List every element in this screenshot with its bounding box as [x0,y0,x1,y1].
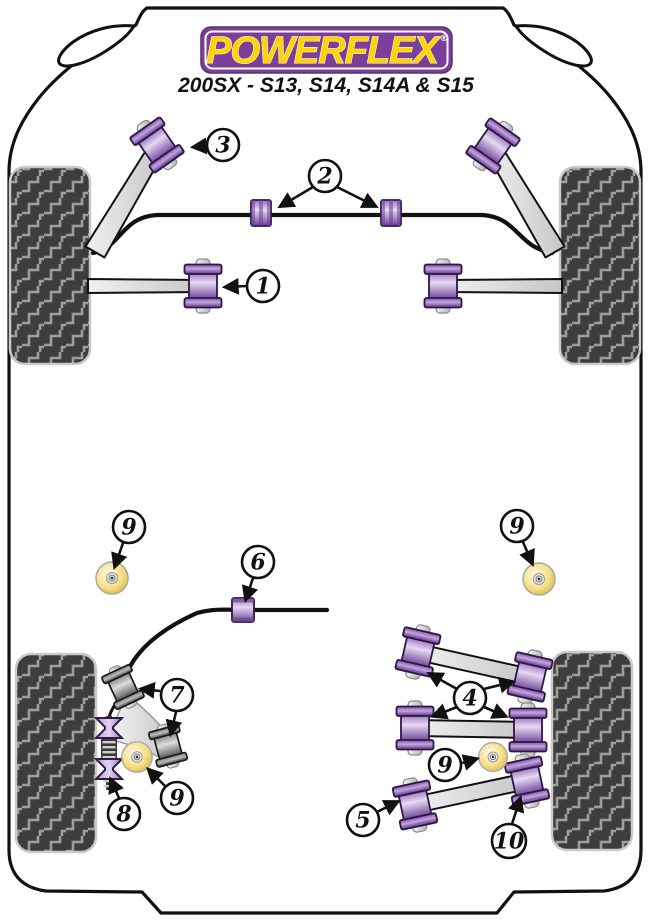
callout-6: 6 [240,544,276,580]
registered-mark: ® [440,34,449,44]
callout-2: 2 [307,158,343,194]
callout-7-number: 7 [169,683,185,709]
yellow-disc-bushing-left [95,561,129,595]
left-mirror-icon [57,24,136,68]
rear-right-suspension [390,620,555,837]
callout-8: 8 [106,796,142,832]
callout-6-number: 6 [250,550,265,576]
tire-front-right [558,165,642,366]
logo-keyline [204,30,449,70]
callout-10: 10 [490,822,528,860]
arrow-callout-4-b [483,676,517,694]
model-subtitle: 200SX - S13, S14, S14A & S15 [177,74,474,97]
callout-9fr-number: 9 [509,514,524,540]
callout-10-number: 10 [494,829,525,855]
arrow-callout-9-front-left [111,542,128,570]
logo-text: POWERFLEX [206,30,441,72]
rear-right-washer-bushing [477,741,509,773]
callout-9rl-number: 9 [169,786,184,812]
arrow-callout-2-left [277,185,314,209]
arrow-callout-8 [108,776,124,799]
callout-5-number: 5 [355,808,370,834]
callout-1: 1 [245,268,281,304]
callout-8-number: 8 [115,802,131,828]
rear-left-suspension [95,597,330,790]
callout-3-number: 3 [215,133,230,159]
tire-rear-left [14,652,98,854]
rear-middle-link-bushing-inner [395,700,435,756]
callout-9-front-left: 9 [111,509,147,545]
callout-9rr-number: 9 [437,753,452,779]
callout-arrows [108,137,535,825]
callout-5: 5 [345,802,381,838]
arrow-callout-3 [189,137,208,155]
callout-1-number: 1 [255,274,270,300]
front-suspension [84,111,566,314]
logo-box [200,26,453,74]
arrow-callout-9-rear-left [146,767,166,787]
arrow-callout-7-down [165,711,183,738]
rear-middle-link-bushing-outer [508,702,548,758]
rear-middle-link [414,719,529,739]
front-right-lower-arm-bushing [423,258,463,314]
callout-3: 3 [205,127,241,163]
front-arb-bushing-right [380,199,402,227]
arrow-callout-2-right [336,185,379,208]
tire-rear-right [550,650,634,852]
arrow-callout-10 [508,794,525,825]
callout-9-front-right: 9 [499,508,535,544]
arrow-callout-4-a [426,671,458,691]
arrow-callout-4-c [430,703,458,720]
callout-7: 7 [159,677,195,713]
arrow-callout-6 [241,577,259,604]
tire-front-left [8,165,92,366]
arrow-callout-9-rear-right [461,754,481,771]
rear-left-shock-washer-bushing [121,741,153,773]
arrow-callout-5 [376,800,401,816]
front-right-lower-arm [443,278,563,294]
arrow-callout-7-left [137,682,161,699]
arrow-callout-1 [221,277,247,295]
arrow-callout-9-front-right [519,541,535,567]
callout-4-number: 4 [462,686,477,712]
right-mirror-icon [514,24,593,68]
yellow-disc-bushing-right [522,562,556,596]
powerflex-logo: POWERFLEX ® [200,26,453,74]
front-arb-bushing-left [250,199,272,227]
callout-9-rear-left: 9 [159,780,195,816]
callout-9-rear-right: 9 [427,747,463,783]
callout-2-number: 2 [316,164,332,190]
callout-4: 4 [452,680,488,716]
rear-arb-bushing [231,597,255,623]
arrow-callout-4-d [483,703,509,719]
callout-9fl-number: 9 [121,515,136,541]
front-left-lower-arm-bushing [183,258,223,314]
